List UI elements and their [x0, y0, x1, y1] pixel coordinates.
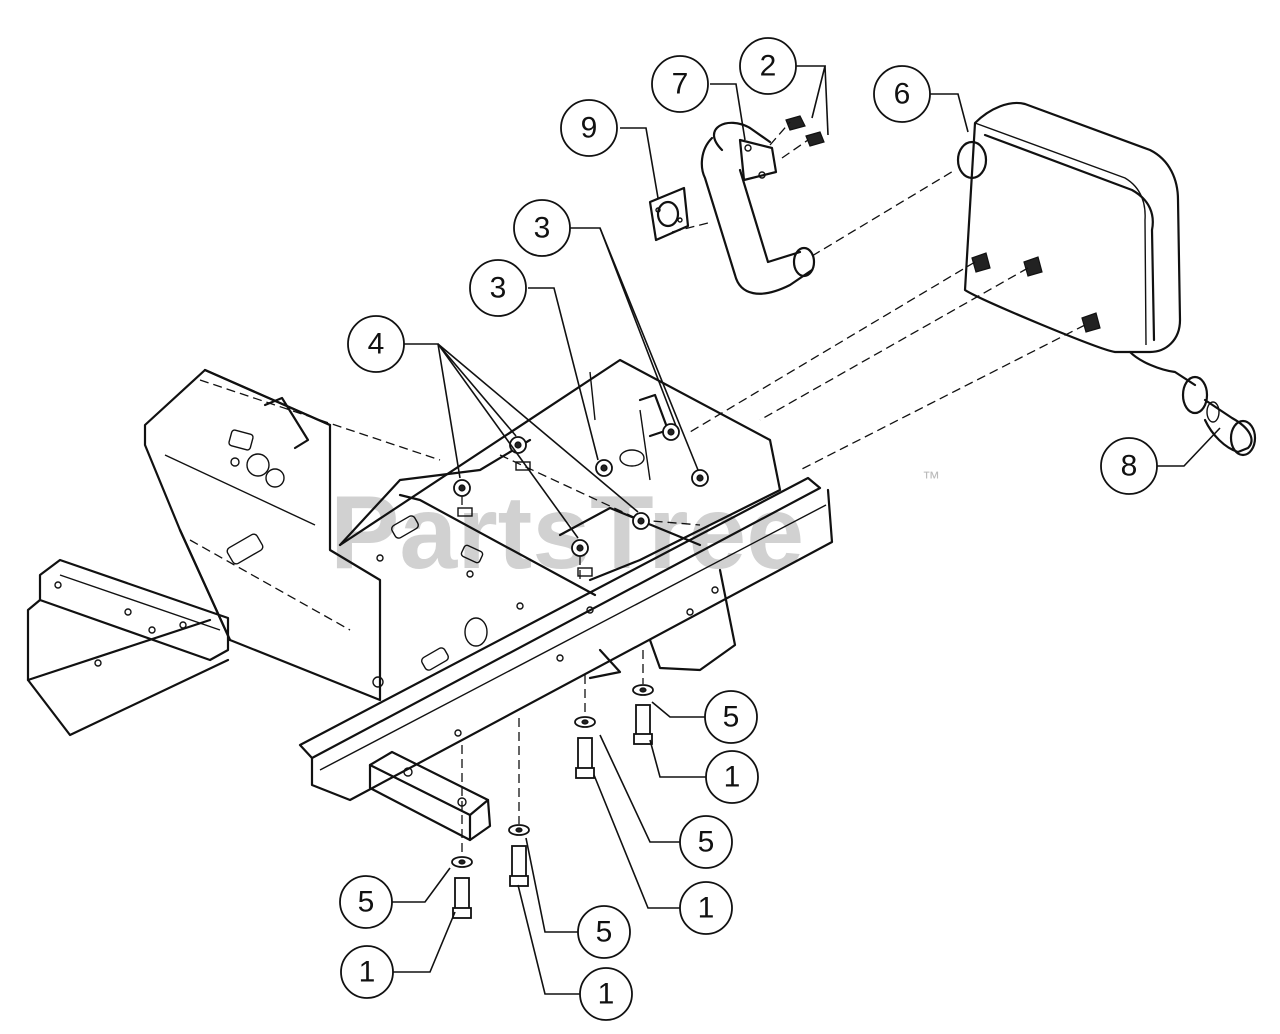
- washers-and-bolts: [451, 650, 654, 919]
- callout-label: 5: [698, 826, 715, 859]
- callout-5-mid[interactable]: 5: [679, 815, 733, 869]
- callout-5-right[interactable]: 5: [704, 690, 758, 744]
- callout-circle: [679, 815, 733, 869]
- callout-label: 3: [490, 272, 507, 305]
- callout-circle: [513, 199, 571, 257]
- callout-circle: [1100, 437, 1158, 495]
- callout-8[interactable]: 8: [1100, 437, 1158, 495]
- callout-6[interactable]: 6: [873, 65, 931, 123]
- callout-1-right[interactable]: 1: [705, 750, 759, 804]
- callout-2[interactable]: 2: [739, 37, 797, 95]
- watermark-trademark: ™: [922, 468, 940, 488]
- callout-circle: [705, 750, 759, 804]
- muffler-bolts: [769, 115, 825, 159]
- callout-7[interactable]: 7: [651, 55, 709, 113]
- callout-3-lower[interactable]: 3: [469, 259, 527, 317]
- callout-label: 6: [894, 78, 911, 111]
- callout-circle: [469, 259, 527, 317]
- callout-circle: [704, 690, 758, 744]
- callout-label: 9: [581, 112, 598, 145]
- callout-circle: [339, 875, 393, 929]
- callout-circle: [347, 315, 405, 373]
- callout-1-lower-left[interactable]: 1: [340, 945, 394, 999]
- callout-1-mid[interactable]: 1: [679, 881, 733, 935]
- exhaust-gasket: [648, 186, 690, 242]
- lower-bracket: [368, 750, 492, 842]
- main-cross-rail: [298, 476, 834, 802]
- callout-1-bottom[interactable]: 1: [579, 967, 633, 1021]
- left-frame-rail: [26, 558, 230, 737]
- callout-label: 1: [724, 761, 741, 794]
- callout-4[interactable]: 4: [347, 315, 405, 373]
- engine-mount-box: [143, 368, 532, 702]
- callout-label: 1: [598, 978, 615, 1011]
- callout-9[interactable]: 9: [560, 99, 618, 157]
- callout-5-bottom[interactable]: 5: [577, 905, 631, 959]
- callout-circle: [651, 55, 709, 113]
- callout-label: 5: [358, 886, 375, 919]
- callout-circle: [679, 881, 733, 935]
- callout-label: 8: [1121, 450, 1138, 483]
- muffler: [689, 101, 1209, 471]
- exhaust-pipe: [671, 121, 816, 295]
- callout-circle: [560, 99, 618, 157]
- callout-label: 1: [359, 956, 376, 989]
- mounting-tray: [338, 358, 782, 614]
- callout-label: 2: [760, 50, 777, 83]
- callout-circle: [340, 945, 394, 999]
- callout-circle: [577, 905, 631, 959]
- callout-circle: [873, 65, 931, 123]
- flange-nuts: [453, 423, 709, 580]
- callout-label: 5: [723, 701, 740, 734]
- watermark-text: PartsTree: [330, 475, 804, 591]
- callout-label: 4: [368, 328, 385, 361]
- callout-circle: [739, 37, 797, 95]
- callout-label: 7: [672, 68, 689, 101]
- callout-3-upper[interactable]: 3: [513, 199, 571, 257]
- tailpipe: [1203, 398, 1257, 457]
- callout-5-lower-left[interactable]: 5: [339, 875, 393, 929]
- callout-label: 5: [596, 916, 613, 949]
- callout-circle: [579, 967, 633, 1021]
- callout-label: 1: [698, 892, 715, 925]
- leader-lines: [392, 65, 1221, 995]
- callout-label: 3: [534, 212, 551, 245]
